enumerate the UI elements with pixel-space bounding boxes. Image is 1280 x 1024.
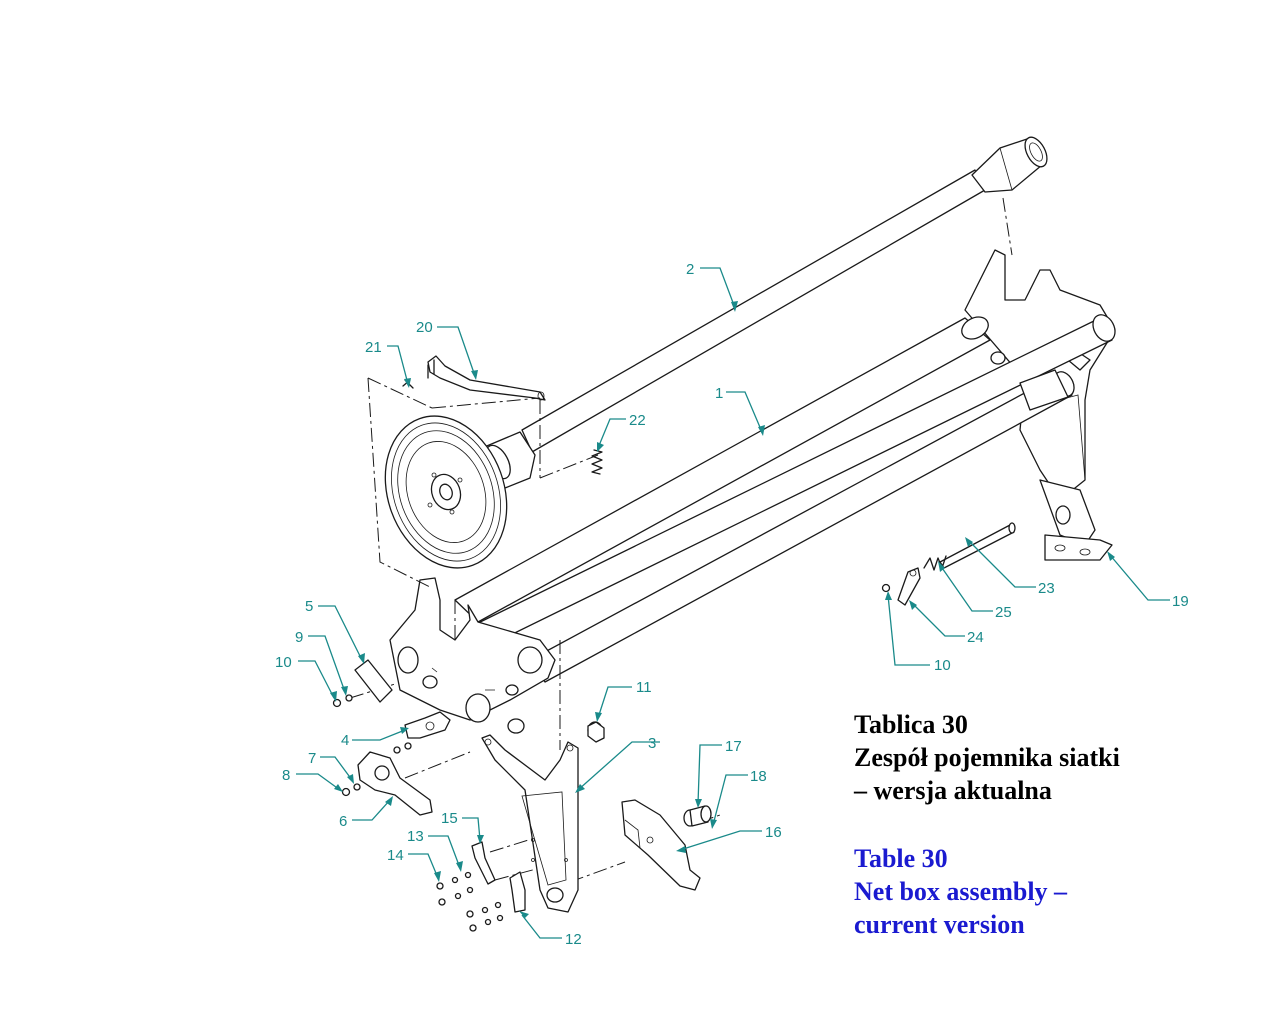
caption-pl-line2: Zespół pojemnika siatki (854, 743, 1120, 772)
left-side-plate (389, 577, 603, 739)
callout-24: 24 (967, 629, 984, 646)
callout-labels: 2 1 3 4 5 6 7 8 9 10 10 11 12 13 14 15 1… (275, 261, 1189, 948)
caption-english: Table 30 Net box assembly – current vers… (854, 842, 1067, 941)
clamp-part-4 (404, 711, 451, 739)
callout-10-left: 10 (275, 654, 292, 671)
caption-pl-title: Tablica 30 (854, 710, 968, 739)
callout-13: 13 (407, 828, 424, 845)
pulley-disc (384, 415, 508, 569)
nut-part-11 (587, 721, 605, 743)
caption-en-line3: current version (854, 910, 1025, 939)
callout-4: 4 (341, 732, 349, 749)
callout-9: 9 (295, 629, 303, 646)
angle-bracket-part-12 (509, 871, 526, 913)
callout-23: 23 (1038, 580, 1055, 597)
caption-en-line2: Net box assembly – (854, 877, 1068, 906)
bolt-part-10-right (881, 583, 891, 593)
bracket-part-16 (621, 799, 701, 891)
spring-part-22 (591, 449, 603, 475)
leader-lines (296, 267, 1170, 939)
washers-and-bolts (332, 694, 504, 932)
frame-crossbars-part-1 (454, 314, 1116, 683)
callout-15: 15 (441, 810, 458, 827)
side-arm-part-3 (481, 734, 579, 913)
handle-part-24 (897, 567, 921, 606)
caption-pl-line3: – wersja aktualna (854, 776, 1052, 805)
caption-en-title: Table 30 (854, 844, 948, 873)
callout-2: 2 (686, 261, 694, 278)
callout-1: 1 (715, 385, 723, 402)
caption-polish: Tablica 30 Zespół pojemnika siatki – wer… (854, 708, 1120, 807)
callout-14: 14 (387, 847, 404, 864)
pin-part-23 (939, 522, 1016, 569)
cam-plate-part-6 (357, 751, 433, 816)
callout-22: 22 (629, 412, 646, 429)
callout-25: 25 (995, 604, 1012, 621)
callout-3: 3 (648, 735, 656, 752)
callout-19: 19 (1172, 593, 1189, 610)
callout-7: 7 (308, 750, 316, 767)
callout-12: 12 (565, 931, 582, 948)
segment-plate-part-5 (354, 659, 393, 703)
callout-6: 6 (339, 813, 347, 830)
callout-10-right: 10 (934, 657, 951, 674)
callout-8: 8 (282, 767, 290, 784)
callout-17: 17 (725, 738, 742, 755)
angle-bracket-part-15 (471, 841, 496, 885)
lever-part-20 (427, 355, 546, 401)
callout-20: 20 (416, 319, 433, 336)
callout-11: 11 (636, 679, 652, 696)
bushing-part-17 (683, 805, 712, 827)
callout-16: 16 (765, 824, 782, 841)
callout-18: 18 (750, 768, 767, 785)
callout-5: 5 (305, 598, 313, 615)
callout-21: 21 (365, 339, 382, 356)
